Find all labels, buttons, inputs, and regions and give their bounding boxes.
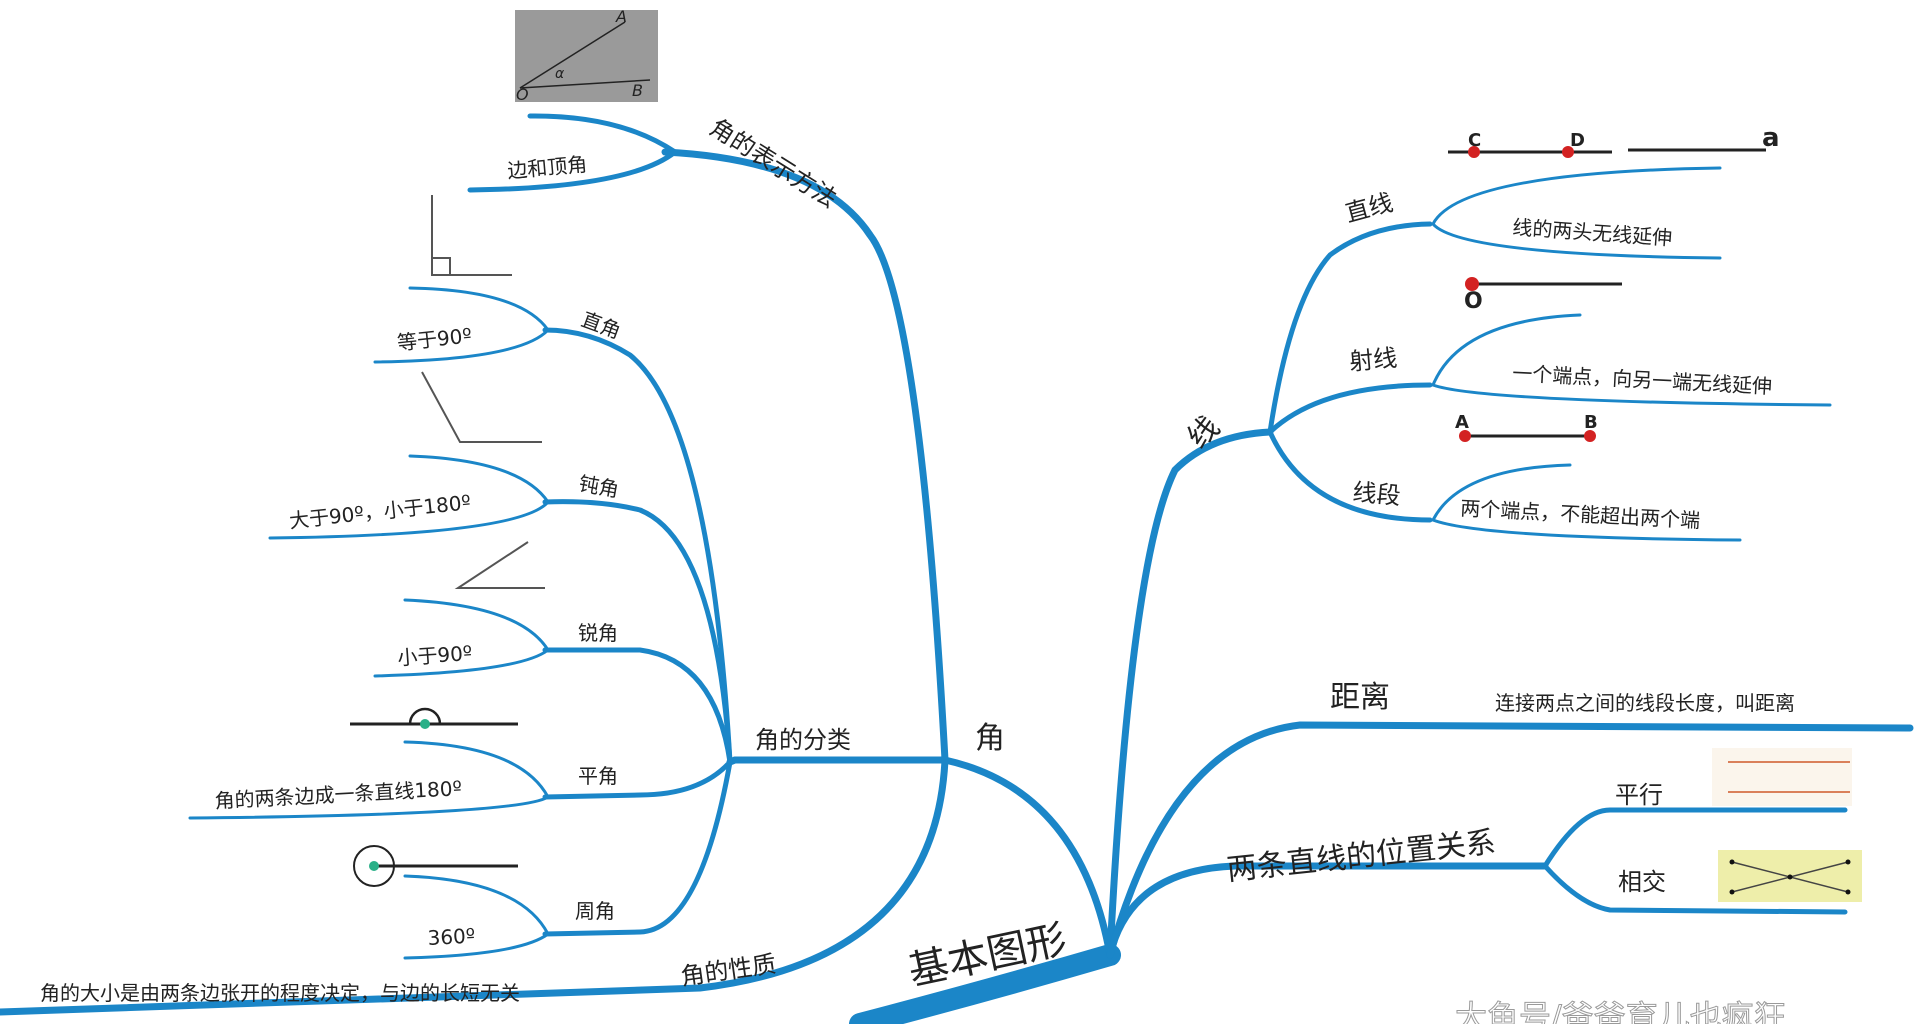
branch-obtuse-angle: [542, 499, 733, 765]
line-type-leaves: [1431, 166, 1832, 542]
watermark: 大鱼号/爸爸育儿也疯狂: [1455, 998, 1786, 1024]
branch-relation-parallel: [1542, 807, 1848, 869]
straight-angle-figure: [350, 707, 518, 729]
notation-leaf: 边和顶角: [506, 152, 588, 183]
property-desc: 角的大小是由两条边张开的程度决定，与边的长短无关: [40, 981, 520, 1005]
full-angle-label: 周角: [575, 899, 615, 923]
straight-line-desc: 线的两头无线延伸: [1512, 215, 1673, 250]
classification-label: 角的分类: [755, 726, 851, 754]
relation-label: 两条直线的位置关系: [1225, 825, 1497, 888]
parallel-figure: [1712, 748, 1852, 806]
branch-line-straight: [1267, 221, 1433, 435]
acute-angle-label: 锐角: [578, 621, 618, 645]
straight-angle-label: 平角: [578, 764, 618, 788]
ray-endpoint-label: O: [1464, 289, 1483, 314]
point-c-label: C: [1468, 130, 1481, 151]
notation-label: 角的表示方法: [705, 113, 842, 213]
parallel-label: 平行: [1615, 781, 1663, 809]
branch-to-property: [0, 756, 949, 1016]
angle-notation-figure: A O α B: [515, 7, 658, 104]
line-label: 线: [1181, 410, 1227, 456]
segment-b-label: B: [1584, 412, 1598, 433]
angle-label: 角: [975, 721, 1005, 756]
ray-desc: 一个端点，向另一端无线延伸: [1512, 361, 1773, 399]
line-a-label: a: [1762, 123, 1780, 153]
root-trunk: [849, 944, 1121, 1024]
branch-to-relation: [1106, 862, 1549, 959]
acute-angle-desc: 小于90º: [397, 641, 473, 670]
branch-to-notation: [661, 148, 949, 764]
branch-line-segment: [1267, 429, 1433, 523]
photo-label-alpha: α: [555, 66, 565, 82]
obtuse-angle-label: 钝角: [577, 471, 621, 502]
point-d-label: D: [1570, 130, 1585, 151]
right-angle-label: 直角: [578, 307, 624, 343]
right-angle-figure: [431, 195, 512, 276]
branch-right-angle: [542, 327, 733, 765]
photo-label-b: B: [632, 81, 643, 100]
straight-line-figure: C D a: [1448, 123, 1780, 158]
branch-line-ray: [1267, 382, 1433, 435]
distance-desc: 连接两点之间的线段长度，叫距离: [1495, 691, 1795, 715]
intersect-figure: [1718, 850, 1862, 902]
straight-angle-desc: 角的两条边成一条直线180º: [214, 776, 463, 813]
photo-label-a: A: [615, 7, 627, 26]
full-angle-desc: 360º: [427, 924, 476, 950]
angle-type-leaves: [188, 286, 550, 960]
segment-figure: A B: [1455, 412, 1598, 442]
segment-a-label: A: [1455, 412, 1469, 433]
branch-notation-upper: [527, 113, 678, 155]
segment-desc: 两个端点，不能超出两个端: [1460, 496, 1701, 533]
obtuse-angle-desc: 大于90º，小于180º: [288, 490, 472, 533]
full-angle-figure: [353, 845, 518, 887]
right-angle-desc: 等于90º: [396, 323, 473, 355]
ray-figure: O: [1464, 277, 1622, 314]
branch-relation-intersect: [1542, 863, 1848, 915]
branch-to-distance: [1106, 721, 1914, 959]
ray-label: 射线: [1348, 344, 1398, 376]
branch-full-angle: [542, 759, 733, 937]
segment-label: 线段: [1351, 478, 1401, 510]
straight-line-label: 直线: [1342, 188, 1396, 227]
distance-label: 距离: [1330, 680, 1390, 715]
intersect-label: 相交: [1618, 868, 1666, 896]
branch-to-line: [1106, 428, 1274, 959]
acute-angle-figure: [454, 541, 545, 589]
branch-acute-angle: [542, 647, 733, 765]
branch-to-angle: [941, 756, 1114, 959]
branch-straight-angle: [542, 759, 733, 800]
photo-label-o: O: [516, 85, 529, 104]
obtuse-angle-figure: [421, 371, 542, 443]
branch-notation-lower: [467, 149, 678, 193]
